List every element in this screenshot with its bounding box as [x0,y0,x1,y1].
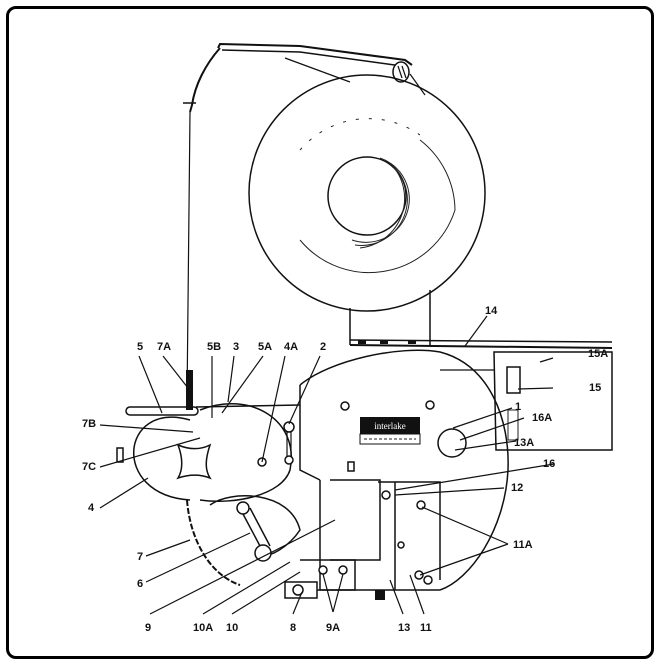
plate-window [506,366,521,394]
callout-4: 4 [88,502,95,514]
callout-5A: 5A [258,341,272,353]
main-housing: interlake [299,349,509,591]
leader-lines [99,315,555,615]
tension-assembly [116,370,301,586]
callout-9: 9 [145,622,151,634]
callout-11A: 11A [513,539,533,551]
callout-13A: 13A [514,437,534,449]
knob-16 [437,428,467,458]
callout-5: 5 [137,341,143,353]
strap-reel [248,74,486,312]
callout-2: 2 [320,341,326,353]
plate-15 [440,351,613,451]
brand-plate [360,417,420,434]
callout-10: 10 [226,622,238,634]
lower-block [284,479,441,600]
callout-4A: 4A [284,341,298,353]
callout-16: 16 [543,458,555,470]
callout-11: 11 [420,622,432,634]
reel-bracket [349,290,613,349]
callout-7B: 7B [82,418,96,430]
callout-labels: 5 7A 5B 3 5A 4A 2 14 15A 15 1 16A 13A 16… [82,305,608,634]
callout-6: 6 [137,578,143,590]
callout-14: 14 [485,305,498,317]
callout-15: 15 [589,382,601,394]
callout-15A: 15A [588,348,608,360]
callout-8: 8 [290,622,296,634]
handle-5 [125,406,199,416]
callout-7: 7 [137,551,143,563]
callout-7A: 7A [157,341,171,353]
arm-clamp-screw [392,61,410,83]
callout-5B: 5B [207,341,221,353]
callout-16A: 16A [532,412,552,424]
callout-10A: 10A [193,622,213,634]
threaded-rod-7A [186,370,193,410]
brand-plate-text: interlake [374,421,405,431]
top-arm [183,42,426,401]
reel-hub [327,156,407,236]
diagram-frame [6,6,654,659]
callout-7C: 7C [82,461,96,473]
callout-9A: 9A [326,622,340,634]
wheel-grip [176,443,212,480]
callout-13: 13 [398,622,410,634]
reel-outer-rim [248,74,486,312]
callout-1: 1 [515,401,521,413]
callout-3: 3 [233,341,239,353]
callout-12: 12 [511,482,523,494]
